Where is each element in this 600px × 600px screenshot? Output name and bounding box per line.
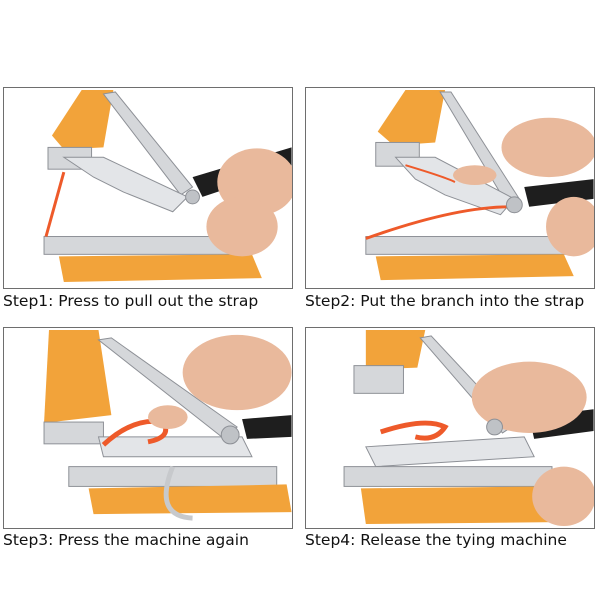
step2-caption: Step2: Put the branch into the strap <box>305 292 585 310</box>
tying-machine-illustration <box>43 89 292 283</box>
step4-photo <box>305 327 595 529</box>
tying-machine-illustration <box>43 329 292 521</box>
tying-machine-illustration <box>365 89 594 281</box>
step4-caption: Step4: Release the tying machine <box>305 531 567 549</box>
step2-photo <box>305 87 595 289</box>
step1-photo <box>3 87 293 289</box>
step1-caption: Step1: Press to pull out the strap <box>3 292 259 310</box>
tying-machine-illustration <box>343 329 594 527</box>
step3-caption: Step3: Press the machine again <box>3 531 249 549</box>
step3-photo <box>3 327 293 529</box>
